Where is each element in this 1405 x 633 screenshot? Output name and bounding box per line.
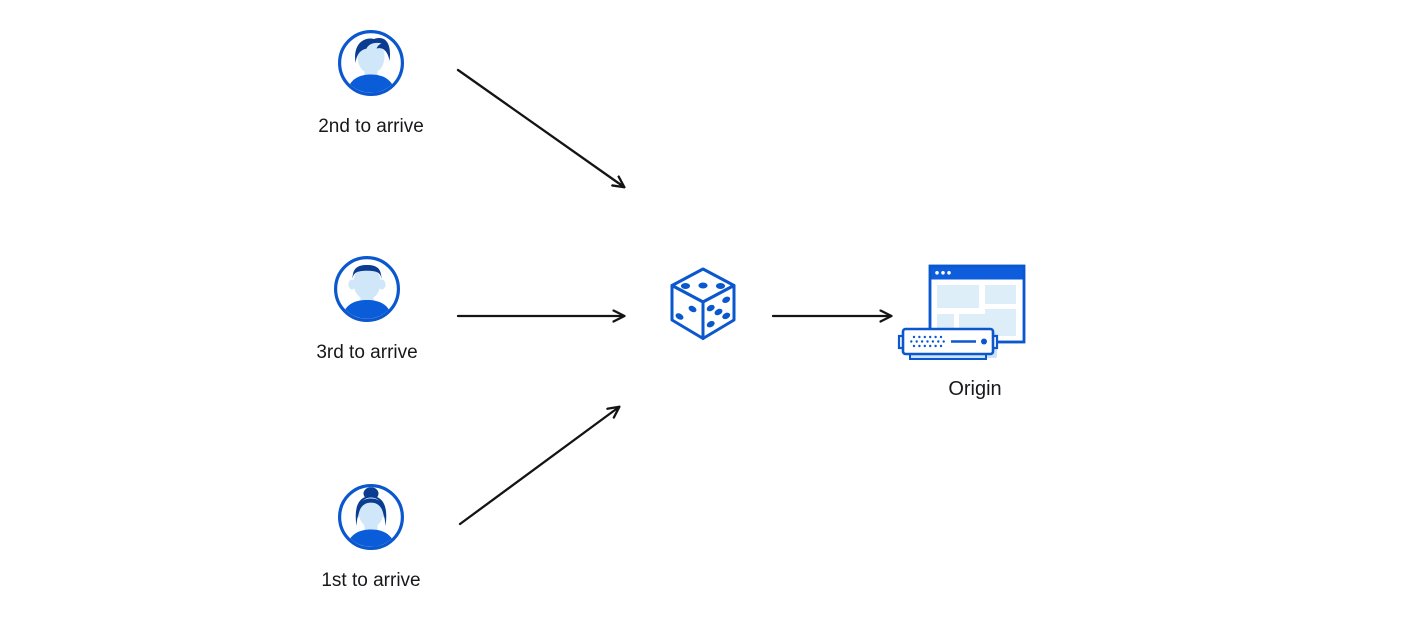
user-avatar-woman-bun-icon: [338, 484, 404, 550]
user-avatar-man-swoosh-icon: [338, 30, 404, 96]
user-avatar-man-flattop-icon: [334, 256, 400, 322]
user-label-2nd: 2nd to arrive: [318, 116, 424, 137]
dice-icon: [670, 267, 736, 340]
server-vent-dots: [910, 335, 945, 348]
user-label-1st: 1st to arrive: [321, 570, 421, 591]
arrow-user1-to-dice: [458, 407, 619, 526]
user-label-3rd: 3rd to arrive: [316, 342, 418, 363]
arrow-user2-to-dice: [456, 68, 624, 187]
origin-server-icon: [897, 327, 999, 360]
origin-label: Origin: [948, 378, 1002, 400]
